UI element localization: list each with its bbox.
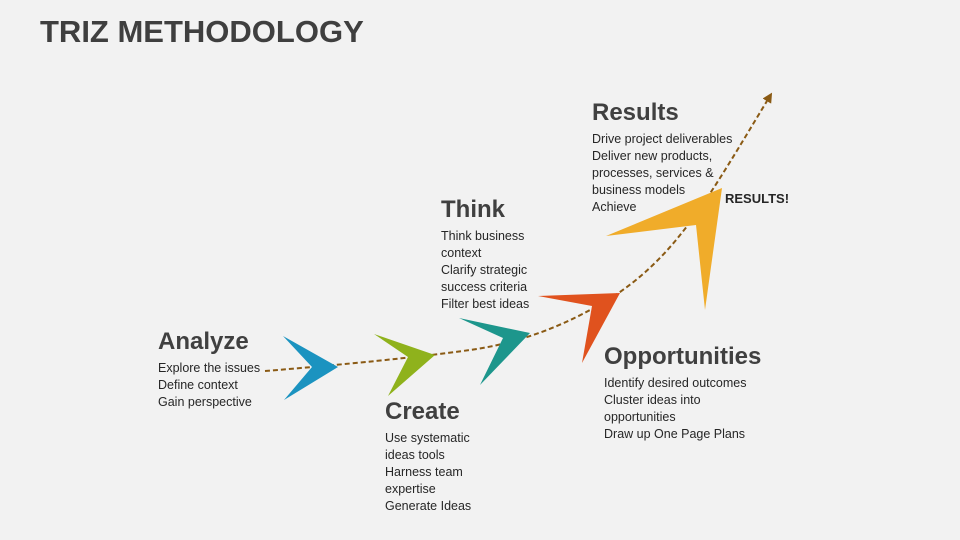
stage-line: Deliver new products,: [592, 149, 713, 163]
stage-line: success criteria: [441, 280, 528, 294]
stage-line: Identify desired outcomes: [604, 376, 747, 390]
stage-line: Draw up One Page Plans: [604, 427, 746, 441]
chevron-opportunities-icon: [538, 293, 620, 363]
stage-line: Think business: [441, 229, 525, 243]
stage-line: Harness team: [385, 465, 463, 479]
chevron-create-icon: [374, 334, 435, 396]
stage-line: Clarify strategic: [441, 263, 528, 277]
chevron-think-icon: [459, 318, 530, 385]
chevron-analyze-icon: [283, 336, 338, 400]
stage-results-heading: Results: [592, 99, 679, 126]
stage-line: context: [441, 246, 482, 260]
chevron-results-icon: [606, 188, 722, 310]
stage-line: Generate Ideas: [385, 499, 472, 513]
stage-line: business models: [592, 183, 686, 197]
stage-line: Define context: [158, 378, 238, 392]
stage-create-heading: Create: [385, 398, 460, 425]
stage-line: Filter best ideas: [441, 297, 530, 311]
dashed-progress-path: [264, 92, 773, 372]
stage-think-heading: Think: [441, 196, 505, 223]
stage-line: Explore the issues: [158, 361, 261, 375]
stage-opportunities-heading: Opportunities: [604, 343, 762, 370]
stage-line: Cluster ideas into: [604, 393, 701, 407]
stage-line: Gain perspective: [158, 395, 252, 409]
stage-line: processes, services &: [592, 166, 714, 180]
stage-line: Drive project deliverables: [592, 132, 733, 146]
stage-analyze-heading: Analyze: [158, 328, 249, 355]
stage-line: expertise: [385, 482, 436, 496]
stage-line: ideas tools: [385, 448, 445, 462]
stage-line: Achieve: [592, 200, 637, 214]
stage-line: opportunities: [604, 410, 676, 424]
results-tag: RESULTS!: [725, 191, 790, 206]
page-title: TRIZ METHODOLOGY: [40, 14, 364, 49]
stage-line: Use systematic: [385, 431, 470, 445]
